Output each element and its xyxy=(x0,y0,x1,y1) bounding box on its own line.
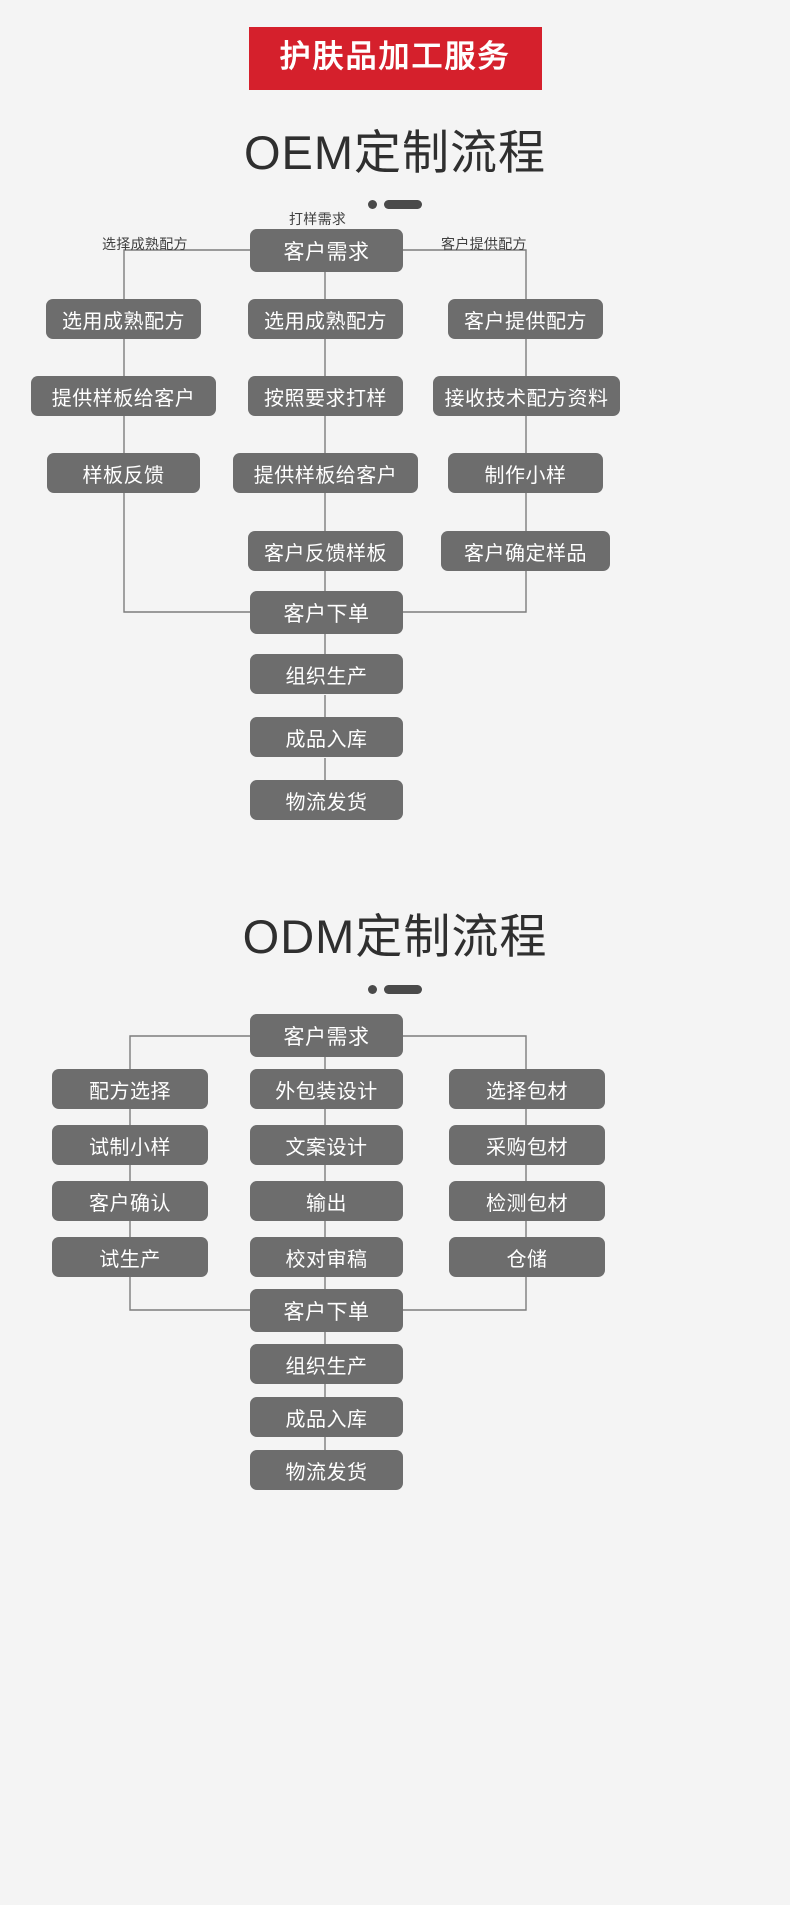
oem-left-node-2[interactable]: 提供样板给客户 xyxy=(31,376,216,417)
odm-left-node-4[interactable]: 试生产 xyxy=(52,1237,208,1278)
oem-center-node-4[interactable]: 客户反馈样板 xyxy=(248,531,403,572)
divider-dot-icon xyxy=(368,985,377,995)
odm-node-merge[interactable]: 客户下单 xyxy=(250,1289,403,1333)
odm-right-node-3[interactable]: 检测包材 xyxy=(449,1181,605,1222)
oem-tail-node-2[interactable]: 成品入库 xyxy=(250,717,403,758)
oem-right-node-3[interactable]: 制作小样 xyxy=(448,453,603,494)
oem-center-node-3[interactable]: 提供样板给客户 xyxy=(233,453,418,494)
odm-center-node-1[interactable]: 外包装设计 xyxy=(250,1069,403,1110)
page-banner: 护肤品加工服务 xyxy=(248,27,542,90)
oem-edge-label-left: 选择成熟配方 xyxy=(102,236,188,253)
oem-left-node-3[interactable]: 样板反馈 xyxy=(47,453,200,494)
odm-node-start[interactable]: 客户需求 xyxy=(250,1014,403,1058)
odm-tail-node-1[interactable]: 组织生产 xyxy=(250,1344,403,1385)
divider-dash-icon xyxy=(384,985,422,995)
oem-flowchart: 打样需求 选择成熟配方 客户提供配方 客户需求 选用成熟配方 提供样板给客户 样… xyxy=(0,209,790,849)
odm-right-node-1[interactable]: 选择包材 xyxy=(449,1069,605,1110)
oem-edge-label-top: 打样需求 xyxy=(289,211,347,228)
oem-left-node-1[interactable]: 选用成熟配方 xyxy=(46,299,201,340)
odm-right-node-2[interactable]: 采购包材 xyxy=(449,1125,605,1166)
oem-right-node-2[interactable]: 接收技术配方资料 xyxy=(433,376,620,417)
oem-right-node-4[interactable]: 客户确定样品 xyxy=(441,531,610,572)
odm-left-node-1[interactable]: 配方选择 xyxy=(52,1069,208,1110)
divider-dot-icon xyxy=(368,200,377,210)
odm-right-node-4[interactable]: 仓储 xyxy=(449,1237,605,1278)
odm-center-node-2[interactable]: 文案设计 xyxy=(250,1125,403,1166)
odm-center-node-4[interactable]: 校对审稿 xyxy=(250,1237,403,1278)
odm-divider xyxy=(0,985,790,995)
banner-container: 护肤品加工服务 xyxy=(0,0,790,90)
odm-tail-node-2[interactable]: 成品入库 xyxy=(250,1397,403,1438)
odm-left-node-3[interactable]: 客户确认 xyxy=(52,1181,208,1222)
odm-section-title: ODM定制流程 xyxy=(242,910,548,964)
odm-center-node-3[interactable]: 输出 xyxy=(250,1181,403,1222)
oem-center-node-2[interactable]: 按照要求打样 xyxy=(248,376,403,417)
odm-tail-node-3[interactable]: 物流发货 xyxy=(250,1450,403,1491)
oem-node-start[interactable]: 客户需求 xyxy=(250,229,403,273)
oem-divider xyxy=(0,200,790,210)
odm-left-node-2[interactable]: 试制小样 xyxy=(52,1125,208,1166)
oem-section-title: OEM定制流程 xyxy=(243,125,547,179)
divider-dash-icon xyxy=(384,200,422,210)
oem-tail-node-3[interactable]: 物流发货 xyxy=(250,780,403,821)
oem-tail-node-1[interactable]: 组织生产 xyxy=(250,654,403,695)
oem-center-node-1[interactable]: 选用成熟配方 xyxy=(248,299,403,340)
oem-right-node-1[interactable]: 客户提供配方 xyxy=(448,299,603,340)
odm-flowchart: 客户需求 配方选择 试制小样 客户确认 试生产 外包装设计 文案设计 输出 校对… xyxy=(0,1014,790,1514)
oem-node-merge[interactable]: 客户下单 xyxy=(250,591,403,635)
oem-edge-label-right: 客户提供配方 xyxy=(441,236,527,253)
